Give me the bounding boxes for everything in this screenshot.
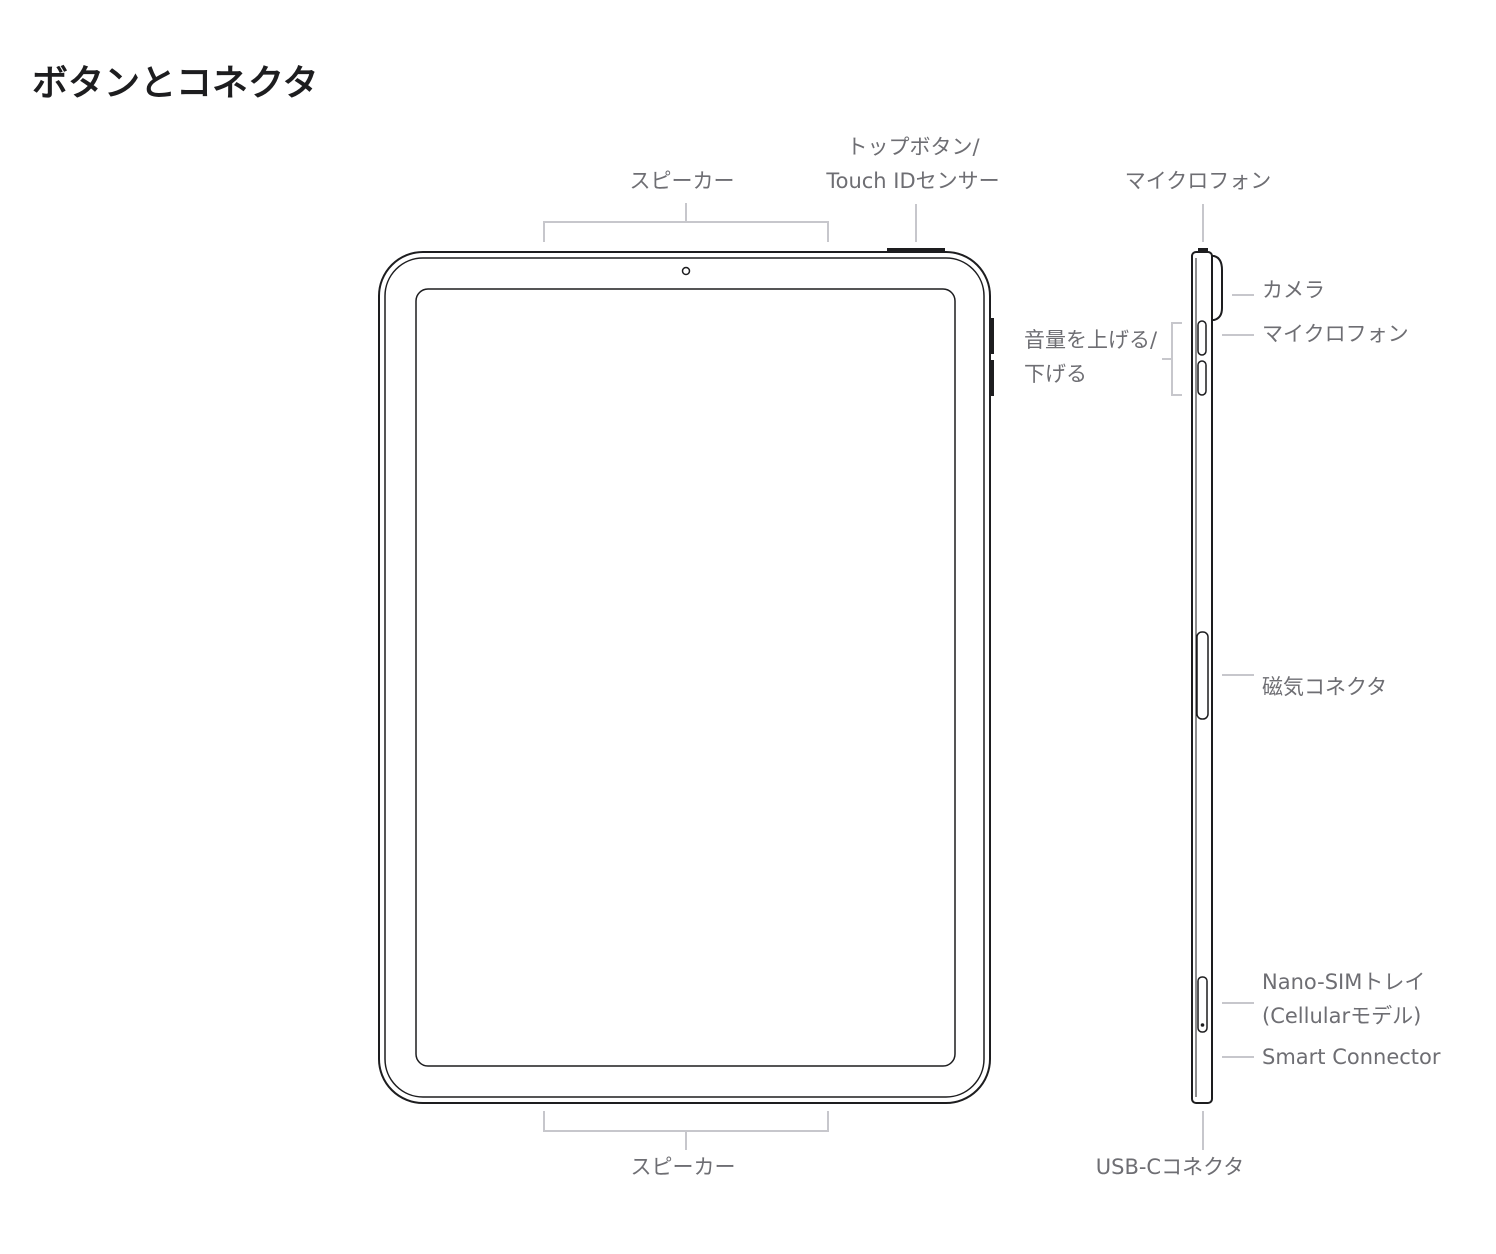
label-volume-line2: 下げる (1024, 362, 1087, 386)
side-volume-down (1197, 360, 1207, 396)
label-microphone-side-text: マイクロフォン (1262, 322, 1409, 346)
device-body-inner (384, 257, 985, 1098)
label-smart-connector-text: Smart Connector (1262, 1045, 1441, 1069)
speaker-bottom-bracket (543, 1111, 829, 1150)
label-magnetic-connector-text: 磁気コネクタ (1262, 675, 1388, 699)
label-volume-line1: 音量を上げる/ (1024, 328, 1158, 352)
front-camera (681, 266, 691, 276)
label-camera: カメラ (1262, 273, 1325, 307)
side-body (1191, 251, 1213, 1104)
speaker-top-bracket (543, 203, 829, 242)
camera-bump (1210, 255, 1223, 321)
display (415, 288, 956, 1067)
ipad-front-view (378, 248, 994, 1104)
label-microphone-side: マイクロフォン (1262, 317, 1409, 351)
label-magnetic-connector: 磁気コネクタ (1262, 670, 1387, 704)
label-speaker-bottom: スピーカー (631, 1150, 736, 1184)
label-usb-c: USB-Cコネクタ (1096, 1150, 1245, 1184)
label-top-button-line2: Touch IDセンサー (826, 169, 1000, 193)
label-microphone-top: マイクロフォン (1125, 164, 1272, 198)
volume-bracket (1162, 322, 1182, 396)
label-camera-text: カメラ (1262, 278, 1325, 302)
label-sim-tray-line2: (Cellularモデル) (1262, 1004, 1422, 1028)
label-sim-tray-line1: Nano-SIMトレイ (1262, 970, 1426, 994)
label-usb-c-text: USB-Cコネクタ (1095, 1155, 1245, 1179)
side-volume-up (1197, 320, 1207, 356)
label-speaker-bottom-text: スピーカー (630, 1155, 736, 1179)
label-sim-tray: Nano-SIMトレイ (Cellularモデル) (1262, 965, 1425, 1033)
side-magnetic-connector (1196, 631, 1209, 720)
ipad-side-view (1191, 248, 1223, 1104)
label-top-button-line1: トップボタン/ (846, 135, 980, 159)
label-smart-connector: Smart Connector (1262, 1040, 1441, 1074)
label-speaker-top: スピーカー (630, 164, 735, 198)
side-sim-eject-hole (1200, 1023, 1205, 1027)
label-microphone-top-text: マイクロフォン (1124, 169, 1272, 193)
label-volume: 音量を上げる/ 下げる (1024, 323, 1157, 391)
page-title: ボタンとコネクタ (32, 63, 319, 104)
side-sim-tray (1197, 976, 1208, 1033)
label-top-button: トップボタン/ Touch IDセンサー (826, 130, 999, 198)
label-speaker-top-text: スピーカー (629, 169, 735, 193)
leader-lines (543, 203, 1254, 1150)
device-body (378, 251, 991, 1104)
